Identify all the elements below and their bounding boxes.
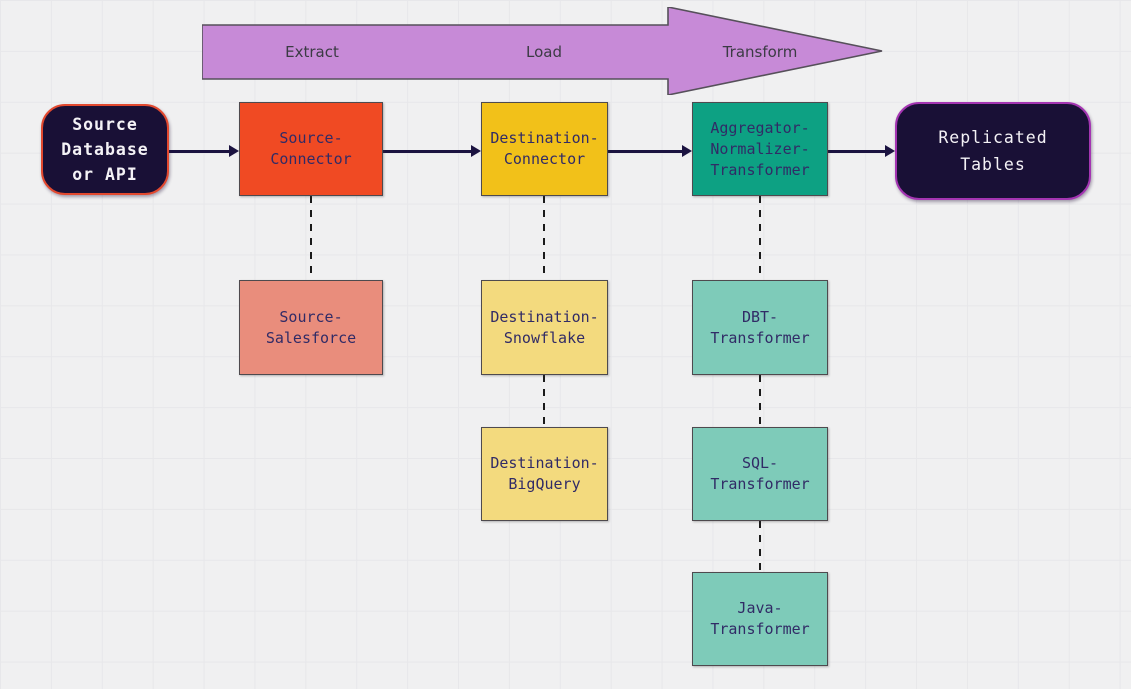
node-source-database-or-api: Source Database or API bbox=[41, 104, 169, 195]
node-source-salesforce: Source- Salesforce bbox=[239, 280, 383, 375]
node-dbt-transformer: DBT- Transformer bbox=[692, 280, 828, 375]
stage-label-load: Load bbox=[526, 43, 562, 61]
dashed-connector-transformer-column-3 bbox=[759, 521, 761, 572]
node-java-transformer: Java- Transformer bbox=[692, 572, 828, 666]
stage-flow-arrow bbox=[202, 7, 883, 95]
stage-label-extract: Extract bbox=[285, 43, 339, 61]
edge-sourceconnector-to-destinationconnector bbox=[383, 145, 481, 157]
dashed-connector-transformer-column-1 bbox=[759, 196, 761, 280]
node-replicated-tables: Replicated Tables bbox=[895, 102, 1091, 200]
edge-aggregator-to-replicatedtables bbox=[828, 145, 895, 157]
stage-label-transform: Transform bbox=[722, 43, 798, 61]
dashed-connector-destination-column-2 bbox=[543, 375, 545, 427]
edge-destinationconnector-to-aggregator bbox=[608, 145, 692, 157]
node-sql-transformer: SQL- Transformer bbox=[692, 427, 828, 521]
dashed-connector-destination-column-1 bbox=[543, 196, 545, 280]
dashed-connector-transformer-column-2 bbox=[759, 375, 761, 427]
dashed-connector-source-column-1 bbox=[310, 196, 312, 280]
edge-sourcedb-to-sourceconnector bbox=[169, 145, 239, 157]
node-destination-snowflake: Destination- Snowflake bbox=[481, 280, 608, 375]
node-destination-bigquery: Destination- BigQuery bbox=[481, 427, 608, 521]
node-aggregator-normalizer-transformer: Aggregator- Normalizer- Transformer bbox=[692, 102, 828, 196]
node-source-connector: Source- Connector bbox=[239, 102, 383, 196]
node-destination-connector: Destination- Connector bbox=[481, 102, 608, 196]
